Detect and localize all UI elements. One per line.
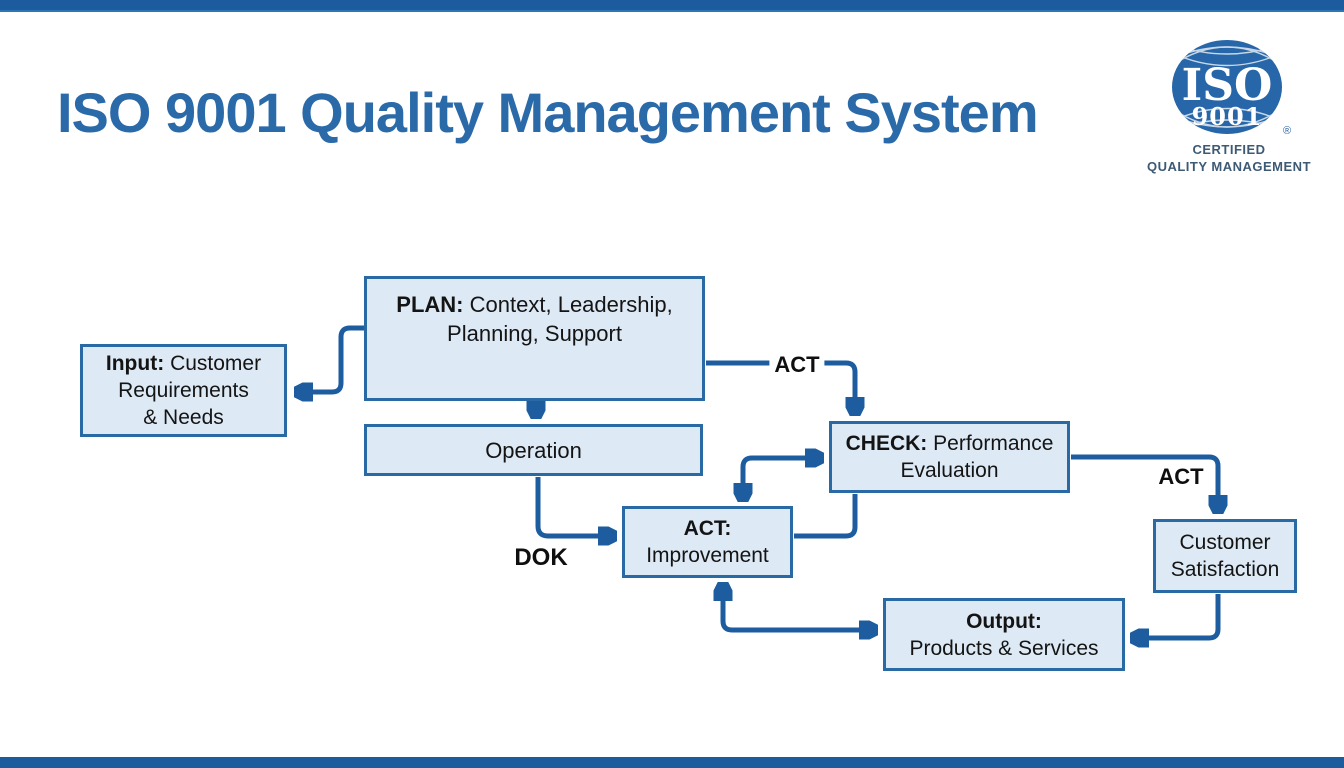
bottom-accent-bar	[0, 757, 1344, 768]
node-plan-line2: Planning, Support	[447, 321, 622, 346]
node-operation-label: Operation	[485, 437, 582, 463]
node-customer-satisfaction: Customer Satisfaction	[1153, 519, 1297, 593]
node-plan-line1: PLAN:Context, Leadership,	[396, 292, 673, 317]
node-output-line1: Output:	[966, 609, 1042, 633]
node-customer-line1: Customer	[1179, 531, 1271, 554]
node-act-line2: Improvement	[646, 544, 769, 567]
logo-caption-line2: QUALITY MANAGEMENT	[1146, 159, 1312, 174]
node-check-line1: CHECK:Performance	[845, 432, 1054, 455]
connector-act-output-bidirectional	[723, 584, 876, 630]
edge-label-dok: DOK	[509, 544, 573, 572]
node-input: Input:Customer Requirements & Needs	[80, 344, 287, 437]
badge-9001-text: 9001	[1192, 102, 1263, 131]
node-input-line1: Input:Customer	[105, 352, 262, 375]
badge-ellipse	[1172, 40, 1282, 134]
node-plan: PLAN:Context, Leadership, Planning, Supp…	[364, 276, 705, 401]
node-act: ACT: Improvement	[622, 506, 793, 578]
connector-check-to-customer	[1071, 454, 1218, 512]
connector-check-to-act	[794, 494, 858, 539]
edge-label-act-right: ACT	[1153, 464, 1209, 490]
logo-caption: CERTIFIED QUALITY MANAGEMENT	[1109, 141, 1344, 175]
logo-caption-line1: CERTIFIED	[1192, 142, 1266, 157]
node-check-line2: Evaluation	[900, 459, 999, 482]
node-output: Output: Products & Services	[883, 598, 1125, 671]
connector-plan-to-check	[706, 360, 855, 414]
node-input-line2: Requirements	[118, 379, 249, 402]
node-input-line3: & Needs	[143, 406, 224, 429]
registered-mark: ®	[1283, 125, 1291, 137]
iso-9001-logo: ISO 9001 ®	[1168, 38, 1294, 142]
node-operation: Operation	[364, 424, 703, 476]
connector-operation-to-act	[535, 477, 615, 536]
page-title: ISO 9001 Quality Management System	[57, 81, 1039, 144]
badge-iso-text: ISO	[1182, 60, 1273, 111]
edge-label-act-top: ACT	[769, 352, 825, 378]
top-accent-bar	[0, 0, 1344, 12]
connector-act-check-bidirectional	[743, 458, 822, 500]
node-customer-line2: Satisfaction	[1170, 558, 1280, 581]
node-output-line2: Products & Services	[909, 636, 1099, 660]
node-check: CHECK:Performance Evaluation	[829, 421, 1070, 493]
iso-badge-icon: ISO 9001 ®	[1172, 40, 1291, 137]
connector-plan-to-input	[296, 325, 365, 392]
connector-customer-to-output	[1132, 594, 1221, 638]
node-act-line1: ACT:	[683, 517, 732, 540]
